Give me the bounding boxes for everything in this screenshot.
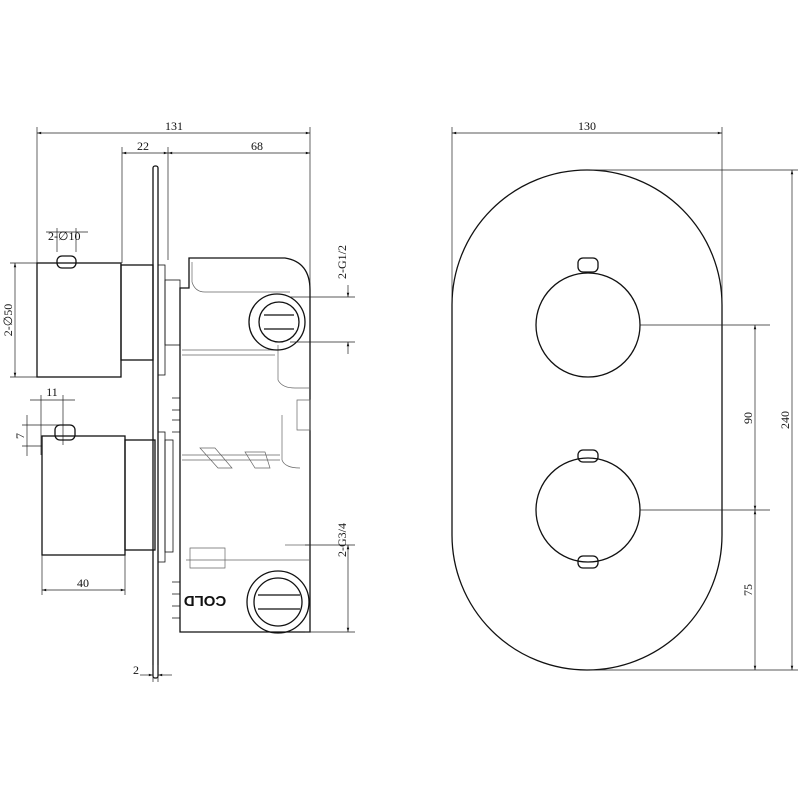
upper-outlet-port xyxy=(248,293,306,351)
svg-text:240: 240 xyxy=(778,411,792,429)
svg-text:22: 22 xyxy=(137,139,149,153)
svg-text:68: 68 xyxy=(251,139,263,153)
svg-text:2-G3/4: 2-G3/4 xyxy=(335,523,349,557)
dimension-plate-thickness: 2 xyxy=(133,663,172,682)
svg-text:75: 75 xyxy=(741,584,755,596)
dimension-pin-offset: 11 xyxy=(30,385,75,455)
svg-text:2-∅50: 2-∅50 xyxy=(1,304,15,336)
wall-plate xyxy=(152,165,159,679)
svg-text:2-G1/2: 2-G1/2 xyxy=(335,245,349,279)
dimension-body-depth: 68 xyxy=(168,139,310,155)
dimension-lower-connection: 2-G3/4 xyxy=(305,523,355,633)
dimension-knob-length: 40 xyxy=(41,555,126,595)
dimension-bottom-offset: 75 xyxy=(741,509,757,671)
svg-text:11: 11 xyxy=(46,385,58,399)
oval-cover-plate xyxy=(451,169,723,671)
dimension-plate-height: 240 xyxy=(778,170,794,671)
dimension-knob-to-plate: 22 xyxy=(122,139,168,155)
svg-text:2-∅10: 2-∅10 xyxy=(48,229,80,243)
svg-text:7: 7 xyxy=(13,433,27,439)
front-view: 130 90 75 240 xyxy=(451,119,798,671)
upper-handle-front xyxy=(535,257,641,378)
valve-body: COLD xyxy=(172,257,311,634)
lower-inlet-port xyxy=(246,570,310,634)
dimension-knob-diameter: 2-∅50 xyxy=(1,262,37,378)
svg-text:2: 2 xyxy=(133,663,139,677)
svg-text:90: 90 xyxy=(741,412,755,424)
svg-text:131: 131 xyxy=(165,119,183,133)
cold-label: COLD xyxy=(184,592,227,609)
side-view: 131 22 68 2-∅10 2-∅50 xyxy=(1,119,355,682)
dimension-upper-connection: 2-G1/2 xyxy=(290,245,355,354)
dimension-knob-spacing: 90 xyxy=(741,325,757,510)
dimension-plate-width: 130 xyxy=(452,119,723,135)
lower-handle-front xyxy=(535,449,641,569)
svg-text:40: 40 xyxy=(77,576,89,590)
dimension-pin-height: 7 xyxy=(13,415,63,456)
svg-text:130: 130 xyxy=(578,119,596,133)
dimension-pin-diameter: 2-∅10 xyxy=(46,228,88,252)
dimension-overall-depth: 131 xyxy=(36,119,310,135)
